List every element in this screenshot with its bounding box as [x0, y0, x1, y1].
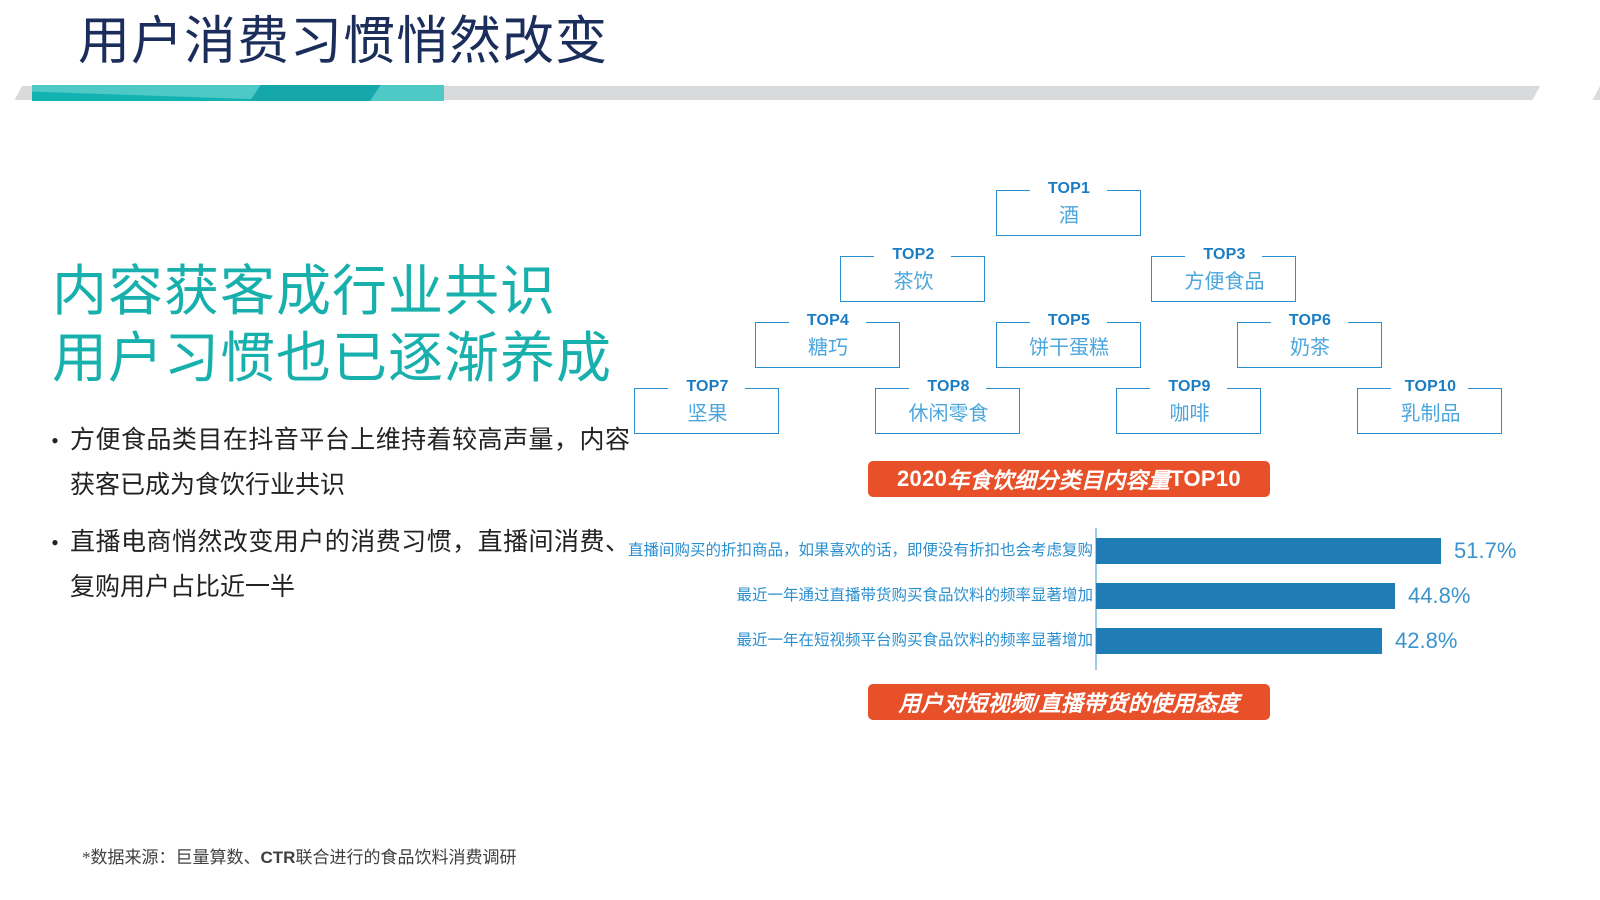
bar-category-label: 直播间购买的折扣商品，如果喜欢的话，即便没有折扣也会考虑复购 — [627, 542, 1093, 559]
box-border-right — [1468, 388, 1501, 389]
bullet-text: 方便食品类目在抖音平台上维持着较高声量，内容获客已成为食饮行业共识 — [70, 427, 630, 499]
headline: 内容获客成行业共识 用户习惯也已逐渐养成 — [52, 258, 652, 392]
footnote-brand: CTR — [260, 848, 296, 867]
pyramid-row-2: TOP2 茶饮 TOP3 方便食品 — [628, 246, 1508, 302]
list-item: • 方便食品类目在抖音平台上维持着较高声量，内容获客已成为食饮行业共识 — [40, 418, 630, 508]
top-rank-label: TOP7 — [686, 378, 729, 395]
box-border-left — [996, 190, 1030, 191]
box-border-left — [1152, 256, 1185, 257]
top-rank-label: TOP5 — [1047, 312, 1091, 329]
bar-fill — [1096, 628, 1382, 654]
page-title: 用户消费习惯悄然改变 — [78, 14, 609, 71]
bar-value-label: 42.8% — [1395, 628, 1458, 653]
box-border-right — [1106, 322, 1140, 323]
top-rank-box: TOP4 糖巧 — [754, 312, 900, 368]
top-rank-box: TOP6 奶茶 — [1236, 312, 1382, 368]
bar-chart-row: 最近一年在短视频平台购买食品饮料的频率显著增加 42.8% — [632, 626, 1512, 656]
divider-gray-end-cut — [1532, 86, 1600, 100]
bullet-text: 直播电商悄然改变用户的消费习惯，直播间消费、复购用户占比近一半 — [70, 529, 630, 601]
top-rank-label: TOP2 — [892, 246, 935, 263]
top-rank-box: TOP5 饼干蛋糕 — [995, 312, 1141, 368]
attitude-bar-chart: 直播间购买的折扣商品，如果喜欢的话，即便没有折扣也会考虑复购 51.7% 最近一… — [628, 524, 1516, 672]
top-category-name: 奶茶 — [1290, 337, 1330, 359]
pyramid-row-1: TOP1 酒 — [628, 180, 1508, 236]
footnote-suffix: 联合进行的食品饮料消费调研 — [295, 848, 517, 867]
box-border-left — [996, 322, 1030, 323]
bar-category-label: 最近一年在短视频平台购买食品饮料的频率显著增加 — [736, 632, 1093, 649]
top-category-name: 饼干蛋糕 — [1029, 337, 1109, 359]
chart-axis-line — [1095, 528, 1097, 670]
top-category-name: 坚果 — [687, 403, 728, 425]
top-category-name: 糖巧 — [808, 337, 848, 359]
box-border-right — [1106, 190, 1140, 191]
top10-pyramid: TOP1 酒 TOP2 茶饮 TOP3 方便食品 TOP4 糖巧 TOP5 — [628, 180, 1508, 455]
bullet-list: • 方便食品类目在抖音平台上维持着较高声量，内容获客已成为食饮行业共识 • 直播… — [40, 418, 630, 622]
pyramid-row-4: TOP7 坚果 TOP8 休闲零食 TOP9 咖啡 TOP10 乳制品 — [628, 378, 1508, 434]
top-rank-label: TOP10 — [1404, 378, 1457, 395]
box-border-left — [1117, 388, 1150, 389]
top-rank-label: TOP1 — [1047, 180, 1091, 197]
top-rank-box: TOP9 咖啡 — [1116, 378, 1261, 434]
top-rank-box: TOP2 茶饮 — [840, 246, 985, 302]
box-border-right — [1347, 322, 1381, 323]
banner-year: 2020 — [897, 466, 948, 491]
top-category-name: 酒 — [1059, 205, 1079, 227]
top-rank-box: TOP10 乳制品 — [1357, 378, 1502, 434]
bar-category-label: 最近一年通过直播带货购买食品饮料的频率显著增加 — [736, 587, 1093, 604]
source-footnote: *数据来源：巨量算数、CTR联合进行的食品饮料消费调研 — [82, 843, 516, 868]
top-rank-box: TOP1 酒 — [995, 180, 1141, 236]
top-rank-box: TOP7 坚果 — [634, 378, 779, 434]
bullet-dot-icon: • — [51, 530, 59, 555]
bullet-dot-icon: • — [51, 428, 59, 453]
box-border-left — [841, 256, 874, 257]
box-border-left — [876, 388, 909, 389]
headline-line-1: 内容获客成行业共识 — [52, 261, 557, 322]
headline-line-2: 用户习惯也已逐渐养成 — [52, 328, 613, 389]
bar-chart-row: 直播间购买的折扣商品，如果喜欢的话，即便没有折扣也会考虑复购 51.7% — [628, 536, 1516, 566]
box-border-right — [1262, 256, 1295, 257]
header-divider — [0, 85, 1600, 101]
top-rank-label: TOP9 — [1168, 378, 1211, 395]
box-border-left — [755, 322, 789, 323]
bar-fill — [1096, 538, 1441, 564]
top-category-name: 方便食品 — [1184, 271, 1265, 293]
divider-teal-shade — [248, 85, 382, 101]
top-rank-box: TOP3 方便食品 — [1151, 246, 1296, 302]
box-border-right — [951, 256, 984, 257]
banner-middle-text: 年食饮细分类目内容量 — [947, 468, 1171, 493]
divider-teal-segment — [32, 85, 444, 101]
box-border-right — [986, 388, 1019, 389]
bar-chart-row: 最近一年通过直播带货购买食品饮料的频率显著增加 44.8% — [632, 581, 1512, 611]
banner-top10-suffix: TOP10 — [1170, 466, 1241, 491]
top-category-name: 休闲零食 — [908, 403, 989, 425]
box-border-left — [1237, 322, 1271, 323]
top-category-name: 乳制品 — [1400, 403, 1461, 425]
box-border-right — [865, 322, 899, 323]
box-border-left — [1358, 388, 1391, 389]
top-rank-label: TOP6 — [1288, 312, 1332, 329]
bar-fill — [1096, 583, 1395, 609]
top-rank-label: TOP4 — [806, 312, 850, 329]
top-category-name: 咖啡 — [1169, 403, 1210, 425]
box-border-right — [745, 388, 778, 389]
bar-value-label: 51.7% — [1454, 538, 1517, 563]
bar-value-label: 44.8% — [1408, 583, 1471, 608]
attitude-caption-banner: 用户对短视频/直播带货的使用态度 — [868, 684, 1270, 720]
top-category-name: 茶饮 — [893, 271, 934, 293]
top-rank-label: TOP3 — [1203, 246, 1246, 263]
pyramid-row-3: TOP4 糖巧 TOP5 饼干蛋糕 TOP6 奶茶 — [628, 312, 1508, 368]
box-border-left — [635, 388, 668, 389]
top-rank-label: TOP8 — [927, 378, 970, 395]
top-rank-box: TOP8 休闲零食 — [875, 378, 1020, 434]
box-border-right — [1227, 388, 1260, 389]
footnote-prefix: *数据来源：巨量算数、 — [82, 848, 261, 867]
divider-teal-highlight — [32, 85, 444, 101]
list-item: • 直播电商悄然改变用户的消费习惯，直播间消费、复购用户占比近一半 — [40, 520, 630, 610]
